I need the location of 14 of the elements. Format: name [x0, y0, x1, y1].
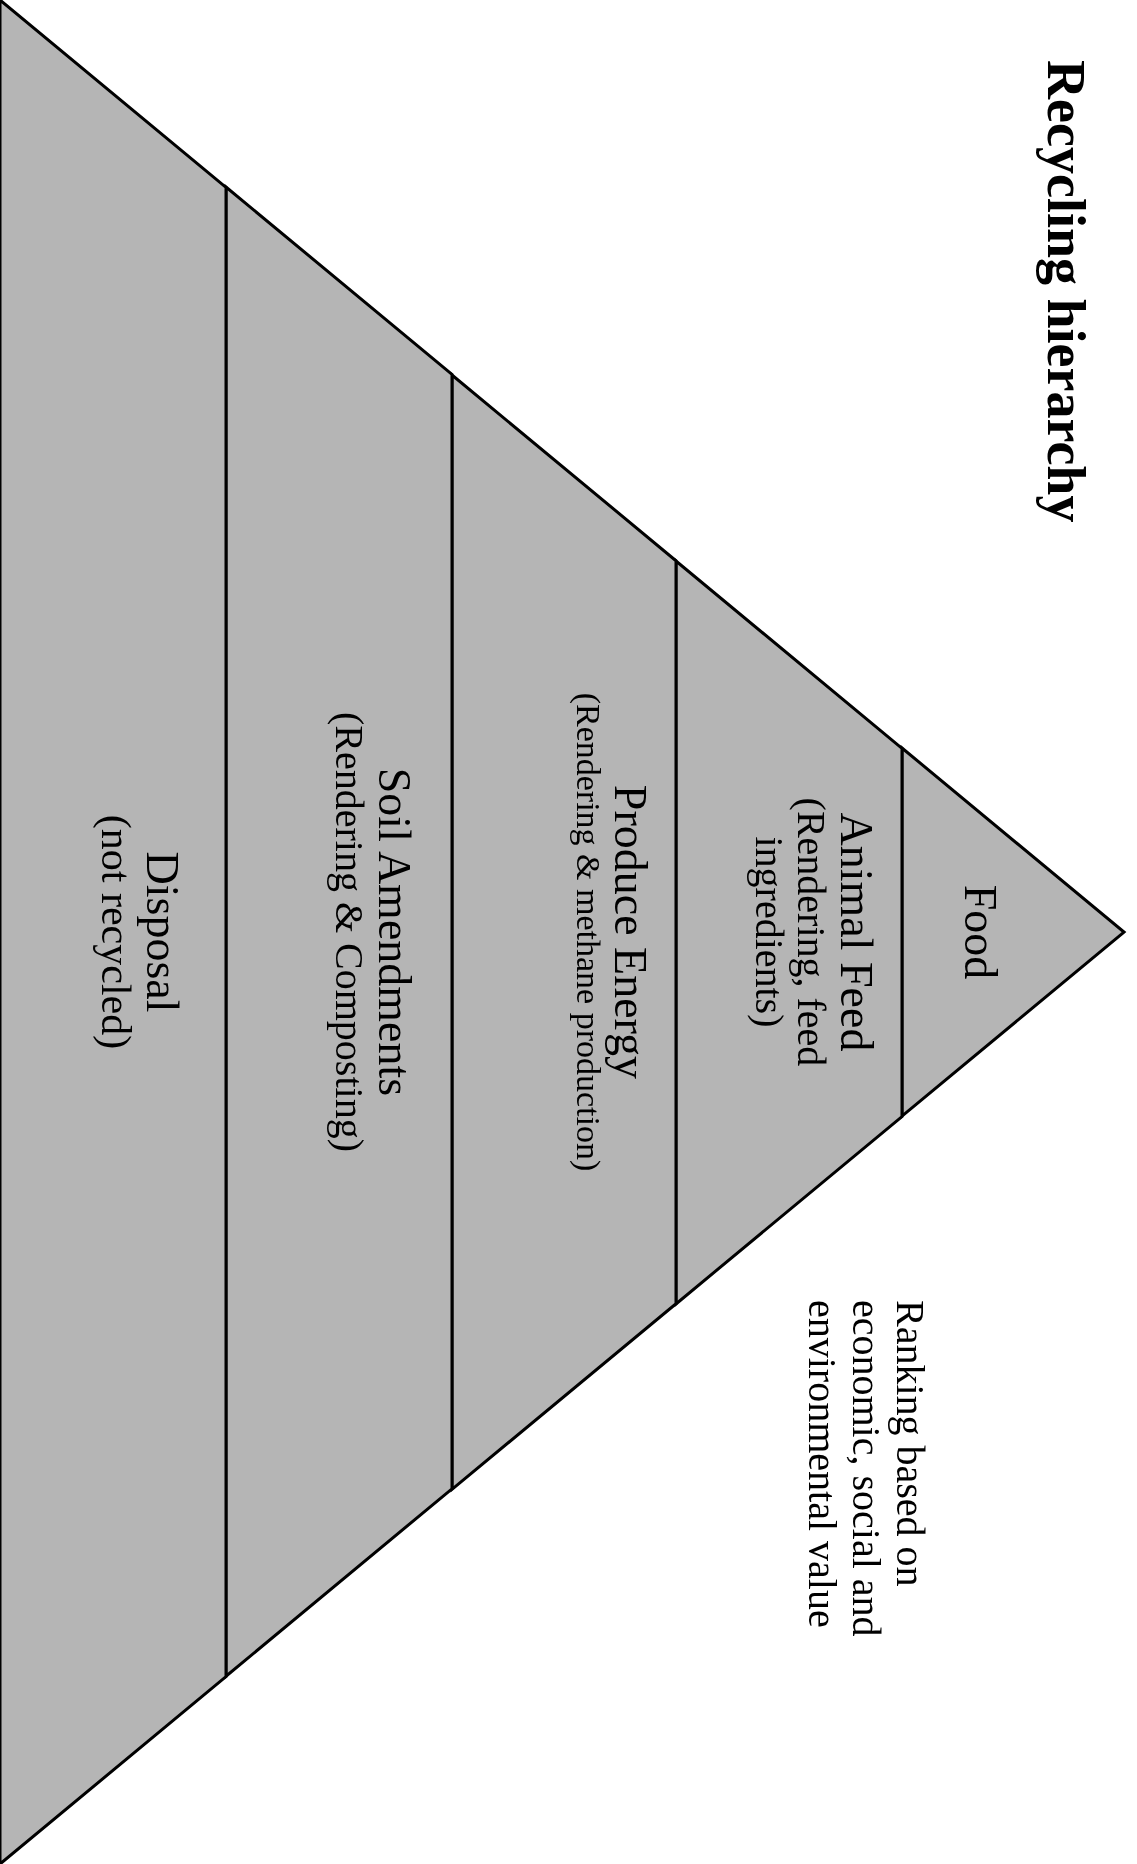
- tier-name: Produce Energy: [605, 784, 654, 1080]
- tier-name: Soil Amendments: [369, 767, 418, 1097]
- tier-description: (Rendering & Composting): [327, 712, 370, 1152]
- pyramid-band: [452, 374, 676, 1490]
- tier-description: (Rendering, feed ingredients): [747, 796, 832, 1069]
- tier-description: (not recycled): [93, 814, 138, 1050]
- tier-name: Animal Feed: [831, 812, 880, 1052]
- tier-name: Disposal: [137, 851, 186, 1013]
- tier-name: Food: [955, 884, 1004, 980]
- pyramid-band: [902, 747, 1124, 1117]
- note-text: Ranking based on economic, social and environmental value: [800, 1300, 932, 1639]
- tier-description: (Rendering & methane production): [570, 692, 606, 1172]
- pyramid-band: [0, 0, 226, 1864]
- title: Recycling hierarchy: [1035, 60, 1097, 523]
